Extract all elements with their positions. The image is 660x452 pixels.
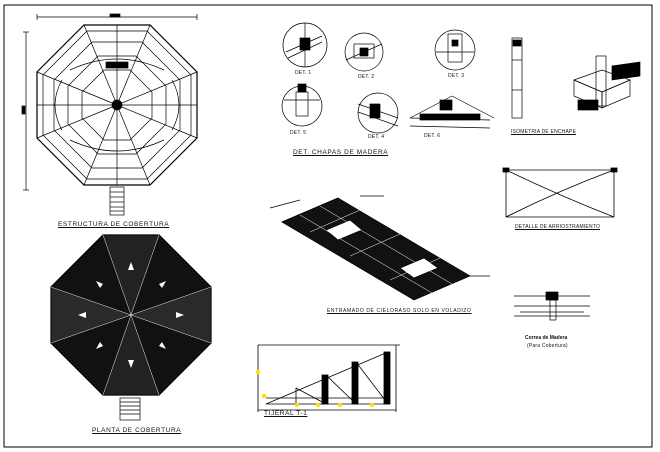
plate-details: [281, 22, 641, 134]
label-correa: Correa de Madera: [525, 335, 568, 341]
ceiling-frame: [269, 195, 490, 301]
label-det-chapas: DET. CHAPAS DE MADERA: [293, 149, 389, 156]
label-det-4: DET. 4: [368, 134, 385, 140]
label-planta-cobertura: PLANTA DE COBERTURA: [92, 427, 182, 434]
label-det-3: DET. 3: [448, 73, 465, 79]
sheet-border: [3, 4, 653, 448]
label-arriostramiento: DETALLE DE ARRIOSTRAMIENTO: [515, 224, 601, 230]
label-estructura-cobertura: ESTRUCTURA DE COBERTURA: [58, 221, 170, 228]
label-isometria: ISOMETRIA DE ENCHAPE: [511, 129, 577, 135]
label-entramado: ENTRAMADO DE CIELORASO SOLO EN VOLADIZO: [327, 308, 472, 314]
roof-plan: [50, 234, 212, 421]
label-correa-sub: (Para Cobertura): [527, 343, 568, 349]
label-det-5: DET. 5: [290, 130, 307, 136]
label-det-6: DET. 6: [424, 133, 441, 139]
bracing-detail: [502, 167, 618, 218]
label-det-2: DET. 2: [358, 74, 375, 80]
wood-purlin-detail: [514, 291, 590, 321]
label-tijeral: TIJERAL T-1: [264, 410, 308, 417]
roof-structure-plan: [21, 13, 198, 216]
label-det-1: DET. 1: [295, 70, 312, 76]
truss-elevation: [255, 344, 400, 412]
